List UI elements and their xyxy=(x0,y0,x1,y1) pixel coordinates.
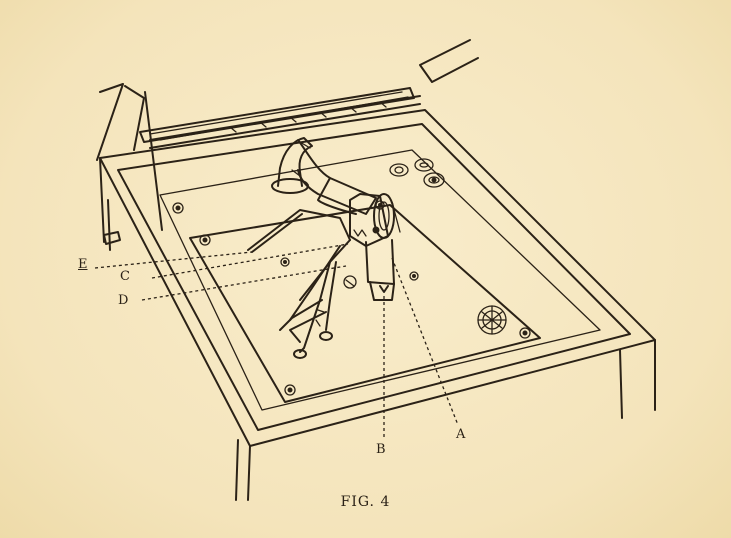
leader-lines xyxy=(94,243,459,440)
lid-stay-rod xyxy=(144,91,163,231)
hinge-bar xyxy=(139,87,415,143)
figure-caption: FIG. 4 xyxy=(340,494,391,510)
grille-rosette xyxy=(477,305,507,335)
leader-e xyxy=(94,251,253,269)
tone-arm xyxy=(271,137,377,215)
leader-d xyxy=(141,265,347,301)
cabinet-sides xyxy=(99,157,656,501)
reproducer-arm xyxy=(349,193,401,301)
cabinet-lid xyxy=(96,39,479,161)
label-b: B xyxy=(376,442,386,457)
brake-lever-assembly xyxy=(279,261,337,359)
label-e: E xyxy=(78,257,88,272)
control-knobs xyxy=(389,158,445,188)
screws xyxy=(172,200,531,396)
cabinet-top-frame xyxy=(99,109,656,447)
label-a: A xyxy=(456,427,466,442)
label-d: D xyxy=(118,293,129,308)
label-c: C xyxy=(120,269,130,284)
motor-board xyxy=(189,204,541,403)
